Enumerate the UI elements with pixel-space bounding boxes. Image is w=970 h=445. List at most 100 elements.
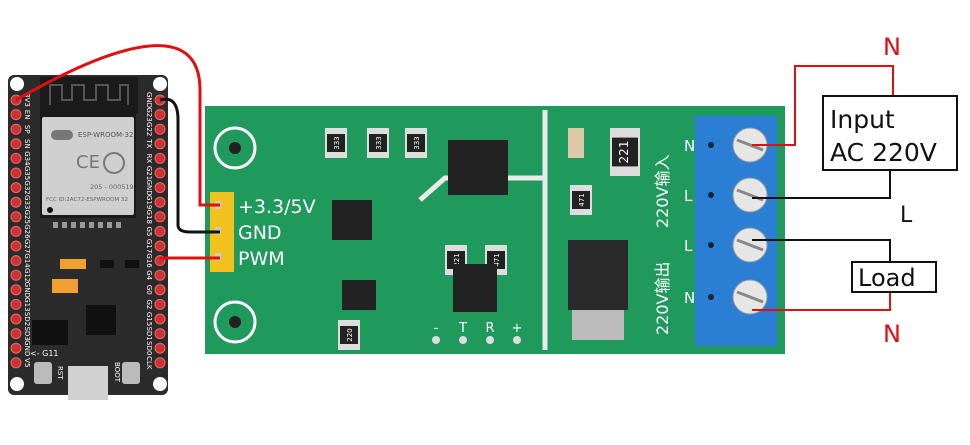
pin-label: G19 bbox=[145, 195, 153, 209]
pin-clk bbox=[154, 357, 166, 369]
triac bbox=[568, 240, 628, 310]
pin-g18 bbox=[154, 211, 166, 223]
terminal-mark: L bbox=[684, 237, 693, 255]
usb-uart-chip bbox=[86, 305, 116, 335]
pin-label: G27 bbox=[23, 239, 31, 253]
pin-label: G13 bbox=[23, 297, 31, 311]
pin-sn bbox=[10, 138, 22, 150]
test-pin-label: - bbox=[434, 321, 439, 336]
header-pin-label: GND bbox=[238, 222, 282, 244]
pin-label: G21 bbox=[145, 166, 153, 180]
pin-label: CLK bbox=[145, 356, 153, 370]
module-label: ESP-WROOM-32 bbox=[78, 131, 133, 139]
header-pin-label: +3.3/5V bbox=[238, 196, 316, 218]
resistor-code: 220 bbox=[346, 328, 354, 341]
pin-tx bbox=[154, 138, 166, 150]
pin-sp bbox=[10, 123, 22, 135]
esp32-board: ESP-WROOM-32 CE 205 - 000519 FCC ID:2AC7… bbox=[8, 75, 168, 400]
ce-mark-icon: CE bbox=[76, 152, 100, 173]
pin-label: G5 bbox=[145, 226, 153, 236]
pin-g4 bbox=[154, 269, 166, 281]
pin-sd0 bbox=[154, 342, 166, 354]
pin-g2 bbox=[154, 298, 166, 310]
input-box-line2: AC 220V bbox=[830, 138, 937, 167]
pin-label: G34 bbox=[23, 151, 31, 166]
pin-label: GND bbox=[23, 282, 31, 298]
load-line-wire bbox=[752, 239, 891, 262]
pin-g26 bbox=[10, 225, 22, 237]
resistor-code: 333 bbox=[375, 136, 383, 149]
pin-g23 bbox=[154, 109, 166, 121]
vcc-wire bbox=[15, 44, 220, 207]
pin-v5 bbox=[10, 357, 22, 369]
pin-g22 bbox=[154, 123, 166, 135]
pin-gnd bbox=[10, 284, 22, 296]
pin-label: G33 bbox=[23, 195, 31, 209]
resistor-code: 333 bbox=[333, 136, 341, 149]
line-label: L bbox=[900, 203, 913, 228]
rst-label: RST bbox=[56, 366, 64, 380]
pin-sd2 bbox=[10, 313, 22, 325]
pin-label: GND bbox=[23, 340, 31, 356]
input-label: 220V输入 bbox=[653, 155, 672, 229]
pin-g27 bbox=[10, 240, 22, 252]
pin-gnd bbox=[10, 342, 22, 354]
resistor-code: 471 bbox=[578, 193, 586, 206]
pin-en bbox=[10, 109, 22, 121]
resistor-code: 221 bbox=[453, 253, 461, 266]
pin-label: SN bbox=[23, 139, 31, 149]
pin-label: G2 bbox=[145, 299, 153, 309]
load-box bbox=[851, 261, 937, 293]
pin-label: G35 bbox=[23, 166, 31, 180]
pin-g12 bbox=[10, 269, 22, 281]
pin-g5 bbox=[154, 225, 166, 237]
pin-label: G0 bbox=[145, 285, 153, 295]
pin-g21 bbox=[154, 167, 166, 179]
pin-rx bbox=[154, 152, 166, 164]
top-neutral-label: N bbox=[883, 33, 901, 61]
pin-label: G32 bbox=[23, 180, 31, 194]
micro-usb-port[interactable] bbox=[68, 366, 108, 400]
pin-label: SD1 bbox=[145, 326, 153, 340]
esp-wroom-module bbox=[42, 117, 134, 215]
controller-chip bbox=[453, 264, 497, 312]
pin-g25 bbox=[10, 211, 22, 223]
pin-label: G14 bbox=[23, 253, 31, 268]
pin-label: G22 bbox=[145, 122, 153, 136]
terminal-mark: N bbox=[684, 137, 695, 155]
input-box-line1: Input bbox=[830, 105, 895, 134]
pin-g17 bbox=[154, 240, 166, 252]
pin-label: RX bbox=[145, 154, 153, 164]
pin-label: V5 bbox=[23, 358, 31, 367]
pin-label: G4 bbox=[145, 270, 153, 280]
test-pin-label: R bbox=[485, 321, 494, 336]
load-label: Load bbox=[858, 264, 916, 292]
pin-label: SP bbox=[23, 125, 31, 134]
pin-label: EN bbox=[23, 110, 31, 120]
pin-g35 bbox=[10, 167, 22, 179]
pin-label: TX bbox=[145, 138, 153, 148]
cert-code: 205 - 000519 bbox=[90, 183, 134, 191]
pin-g34 bbox=[10, 152, 22, 164]
resistor-code: 221 bbox=[617, 141, 631, 164]
pin-sd1 bbox=[154, 328, 166, 340]
pin-label: G16 bbox=[145, 253, 153, 268]
pin-label: G25 bbox=[23, 210, 31, 224]
rst-button[interactable] bbox=[34, 362, 52, 384]
pin-label: 3V3 bbox=[23, 93, 31, 107]
pin-label: GND bbox=[145, 180, 153, 196]
terminal-mark: N bbox=[684, 289, 695, 307]
test-pad bbox=[513, 336, 521, 344]
pin-label: G18 bbox=[145, 210, 153, 224]
header-pin-label: PWM bbox=[238, 248, 285, 270]
resistor-code: 333 bbox=[413, 136, 421, 149]
pin-g14 bbox=[10, 255, 22, 267]
load-neutral-wire bbox=[752, 292, 891, 311]
pin-label: G26 bbox=[23, 224, 31, 239]
boot-button[interactable] bbox=[122, 362, 140, 384]
pin-label: G15 bbox=[145, 312, 153, 326]
pin-label: SD0 bbox=[145, 341, 153, 355]
output-label: 220V输出 bbox=[653, 262, 672, 336]
